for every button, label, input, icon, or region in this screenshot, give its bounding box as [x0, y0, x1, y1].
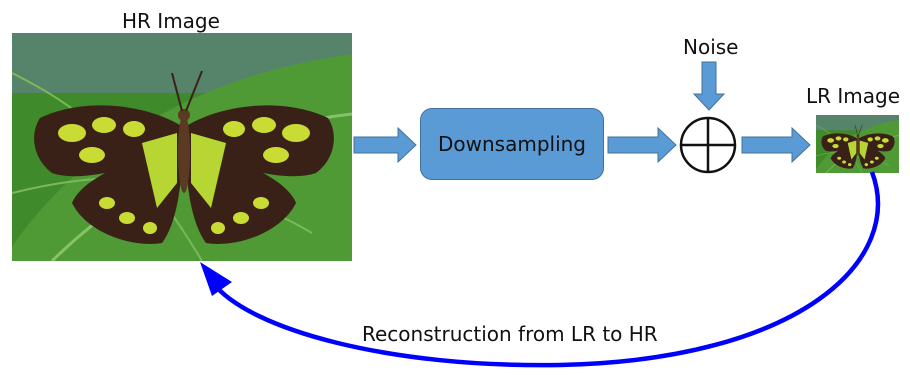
- reconstruction-arrowhead: [200, 262, 232, 296]
- downsampling-block: Downsampling: [420, 108, 604, 180]
- arrow-downsampling-to-sum: [607, 126, 677, 164]
- lr-image-label: LR Image: [806, 84, 901, 108]
- arrow-sum-to-lr: [741, 126, 811, 164]
- reconstruction-arrow: [211, 171, 881, 368]
- circle-plus-icon: [679, 116, 737, 174]
- reconstruction-label: Reconstruction from LR to HR: [362, 322, 658, 346]
- noise-label: Noise: [683, 35, 739, 59]
- arrow-noise-to-sum: [692, 61, 726, 111]
- hr-image: [12, 33, 352, 261]
- lr-image: [816, 115, 899, 173]
- hr-image-label: HR Image: [122, 9, 220, 33]
- downsampling-label: Downsampling: [437, 132, 586, 156]
- arrow-hr-to-downsampling: [353, 126, 417, 164]
